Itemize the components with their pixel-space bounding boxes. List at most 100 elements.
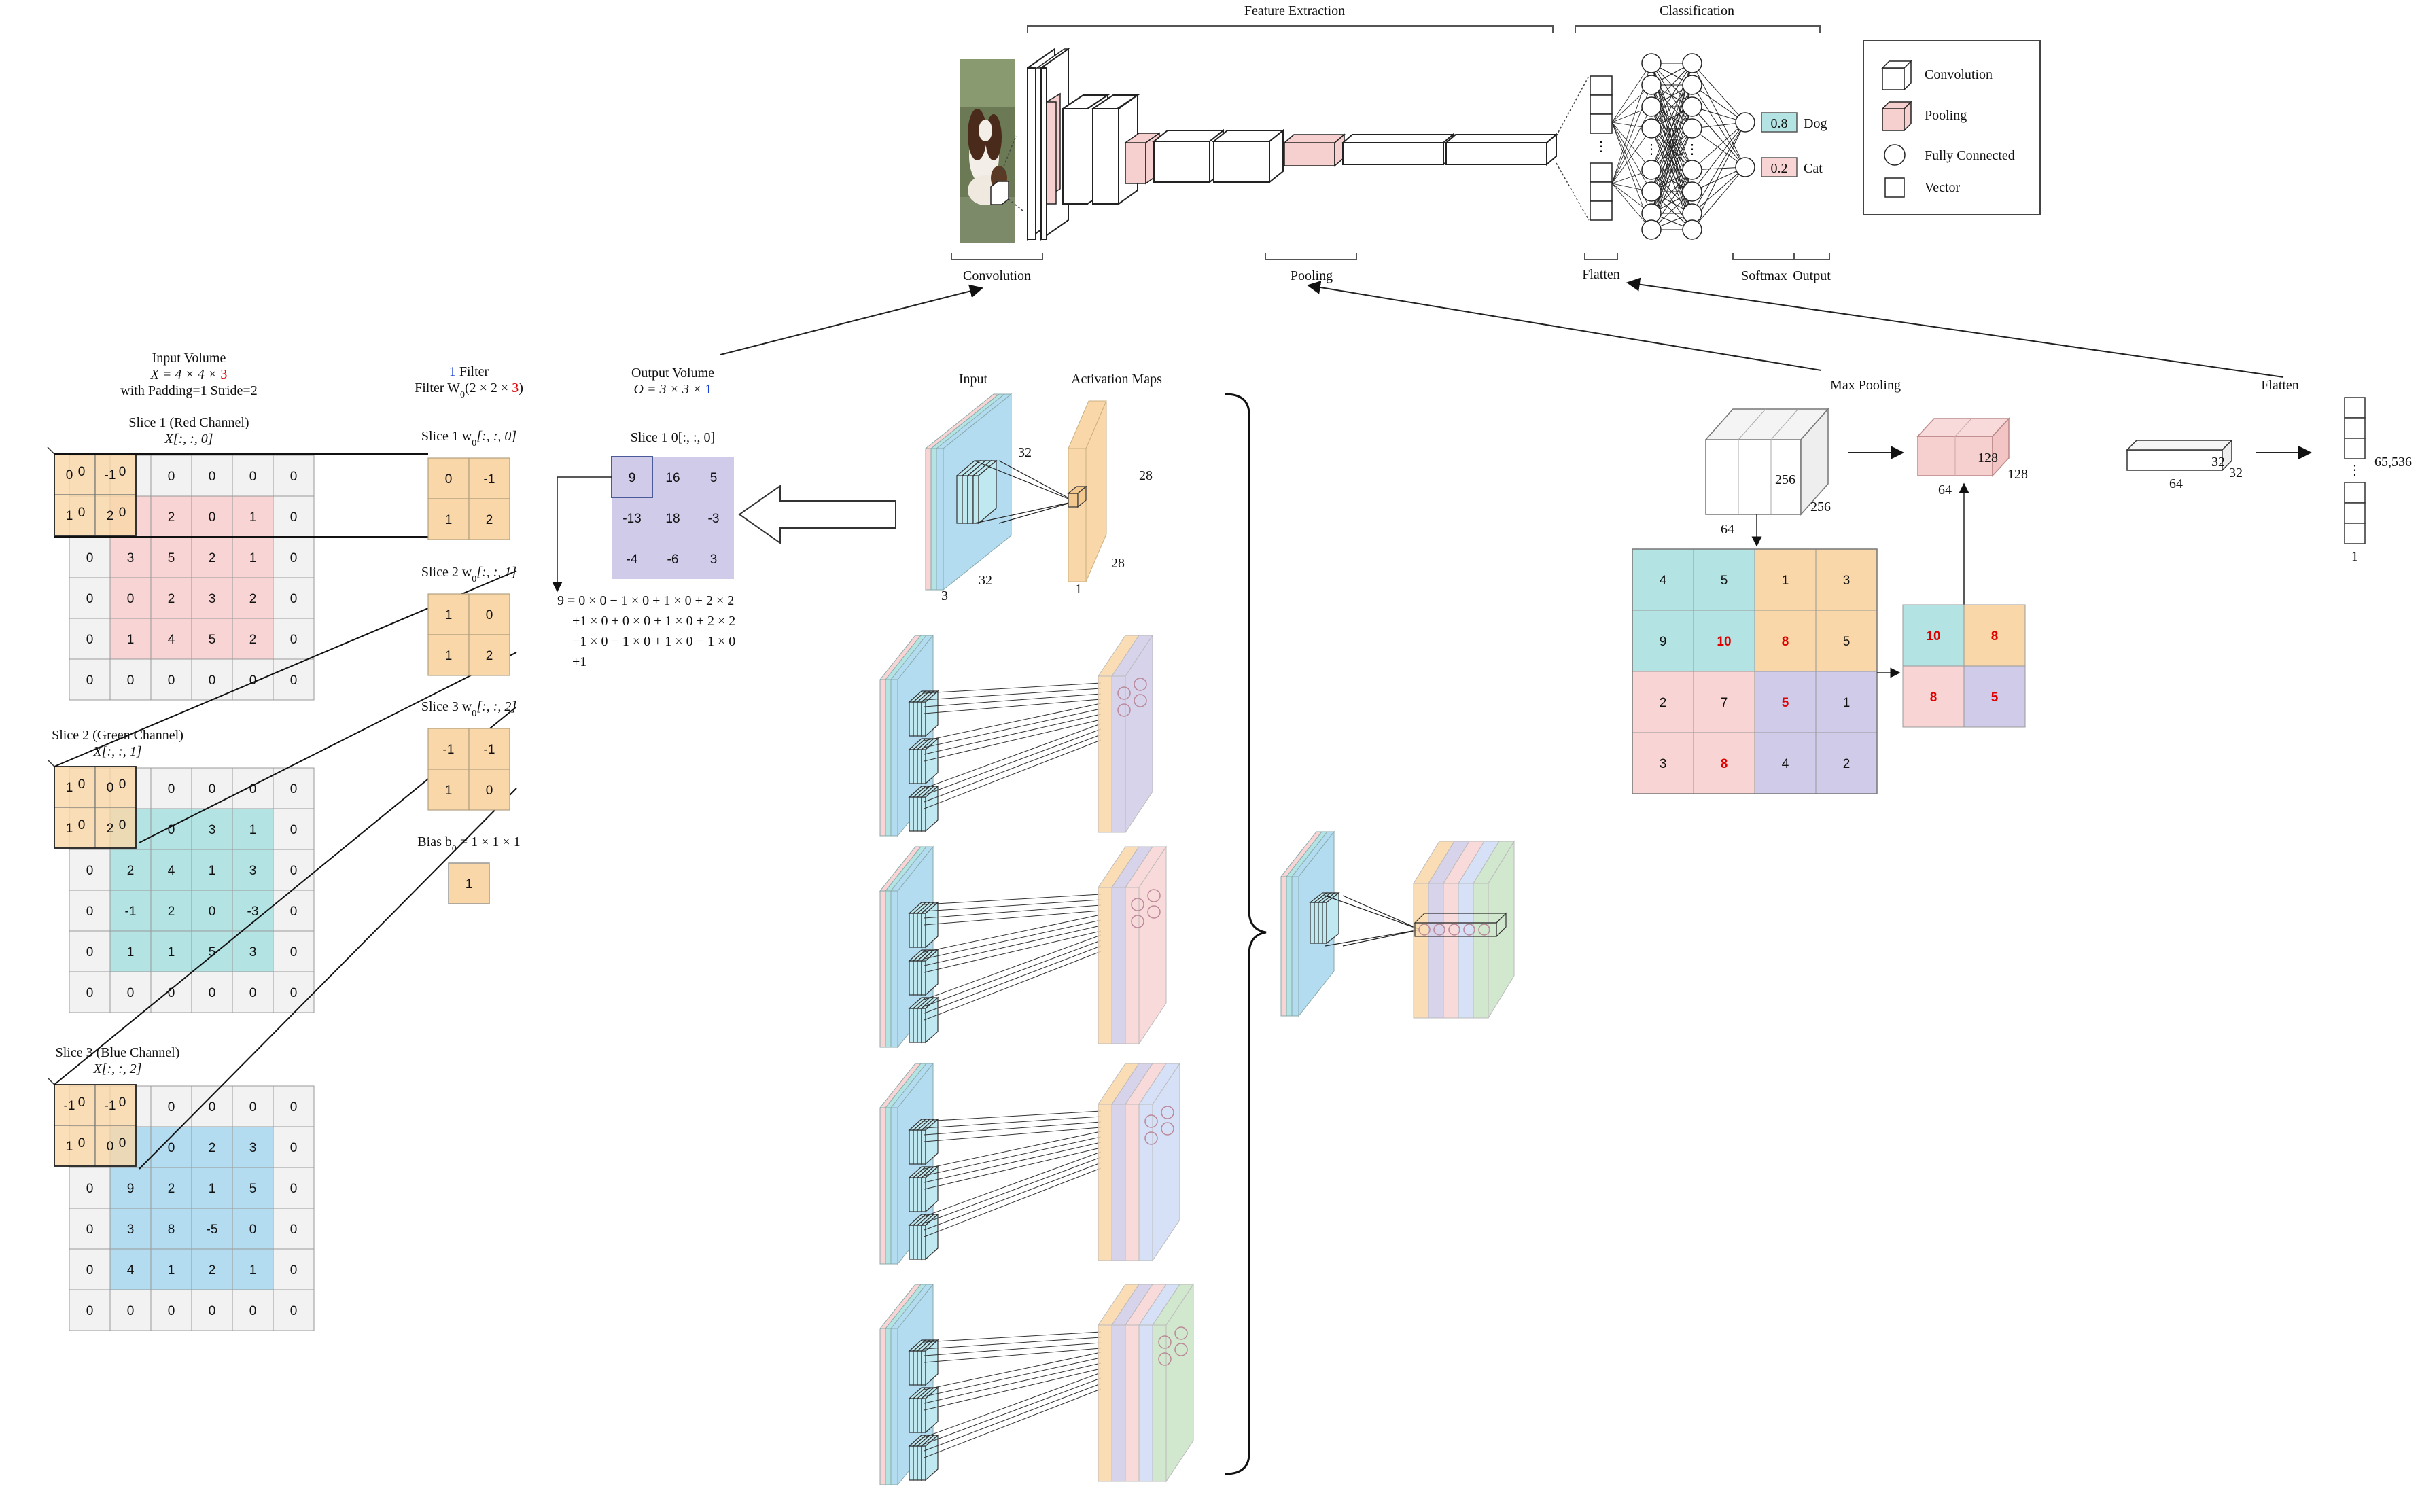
input-cell (150, 536, 192, 578)
cell-value: 0 (249, 1223, 257, 1237)
overlay-cell (54, 807, 96, 849)
filter-cell (468, 728, 510, 770)
cell-value: 0 (209, 1304, 216, 1318)
cell-value: 3 (249, 945, 257, 960)
flatten-vec-size: 65,536 (2374, 455, 2412, 470)
cell-value: 0 (290, 1100, 298, 1114)
input-cell (109, 658, 152, 701)
map-dim-28b: 28 (1111, 556, 1125, 571)
overlay-underlying: 0 (78, 777, 86, 792)
pool-layer-3 (1282, 133, 1346, 167)
input-slice-title: Slice 3 (Blue Channel) (56, 1045, 180, 1060)
pipeline-overview: Feature Extraction Classification (951, 3, 1831, 283)
cell-value: 0 (290, 673, 298, 688)
svg-text:⋮: ⋮ (1645, 142, 1658, 157)
overlay-cell (54, 766, 96, 808)
cell-value: 9 (1660, 635, 1667, 649)
cell-value: 3 (249, 1141, 257, 1155)
cell-value: 10 (1717, 635, 1731, 649)
pooled-dim-64: 64 (1938, 482, 1952, 497)
input-cell (109, 618, 152, 660)
pool-cell (1815, 732, 1878, 794)
flatten-vec-one: 1 (2351, 549, 2358, 564)
cell-value: 0 (86, 592, 94, 606)
cell-value: 8 (1721, 757, 1728, 771)
input-cell (232, 1167, 274, 1209)
cell-value: 1 (445, 513, 453, 527)
cell-value: 0 (168, 470, 175, 484)
activation-stack-4 (879, 1283, 1194, 1486)
overlay-cell (54, 1125, 96, 1167)
cell-value: 0 (127, 1304, 135, 1318)
cell-value: 1 (66, 822, 73, 836)
input-slice-title: Slice 1 (Red Channel) (128, 415, 249, 430)
filter-cell (468, 634, 510, 676)
overlay-underlying: 0 (119, 1095, 126, 1110)
legend-fully-connected: Fully Connected (1925, 148, 2015, 163)
filter-expr: Filter W0(2 × 2 × 3) (415, 381, 523, 400)
cell-value: 1 (1843, 696, 1851, 710)
cell-value: 1 (66, 509, 73, 523)
input-cell (191, 767, 233, 809)
input-volume-header: Input Volume X = 4 × 4 × 3 with Padding=… (120, 351, 257, 398)
input-cell (69, 1289, 111, 1331)
cell-value: 5 (1782, 696, 1789, 710)
input-cell (273, 767, 315, 809)
bias-value: 1 (466, 877, 473, 892)
projection-line (139, 788, 517, 1170)
convolution-label: Convolution (963, 268, 1031, 283)
input-cell (191, 577, 233, 619)
cell-value: 16 (665, 471, 680, 485)
cell-value: 4 (1660, 574, 1667, 588)
input-cell (232, 577, 274, 619)
cell-value: 0 (168, 986, 175, 1000)
cube-icon (1881, 60, 1912, 91)
cell-value: 2 (1843, 757, 1851, 771)
pool-cell (1815, 610, 1878, 672)
cell-value: -5 (207, 1223, 218, 1237)
output-cell (652, 497, 693, 538)
cell-value: 0 (290, 1182, 298, 1196)
dog-image (960, 59, 1015, 243)
cell-value: 8 (168, 1223, 175, 1237)
dog-prob-box (1761, 112, 1798, 133)
activation-combined (1280, 830, 1515, 1019)
cell-value: 4 (168, 864, 175, 878)
cell-value: 0 (290, 633, 298, 647)
equation-line-4: +1 (572, 654, 586, 669)
cell-value: 1 (168, 1263, 175, 1278)
pooled-cube (1916, 417, 2010, 477)
input-cell (69, 971, 111, 1013)
input-cell (109, 1208, 152, 1250)
input-cell (273, 1085, 315, 1127)
flatten-dim-64: 64 (2169, 476, 2183, 491)
input-cell (150, 577, 192, 619)
cell-value: 0 (290, 1141, 298, 1155)
softmax-label: Softmax (1741, 268, 1787, 283)
cell-value: 1 (445, 608, 453, 622)
overlay-cell (94, 807, 137, 849)
input-cell (150, 658, 192, 701)
cell-value: 0 (168, 1100, 175, 1114)
cell-value: -3 (247, 904, 259, 919)
cell-value: -3 (708, 512, 720, 526)
cell-value: 8 (1782, 635, 1789, 649)
cell-value: 0 (290, 945, 298, 960)
bias-label: Bias b0 = 1 × 1 × 1 (417, 834, 520, 854)
output-cell (693, 497, 734, 538)
feature-extraction-brace (1027, 25, 1554, 33)
input-cell (191, 1085, 233, 1127)
cat-prob: 0.2 (1771, 161, 1788, 176)
cell-value: 8 (1991, 629, 1999, 644)
output-cell (693, 457, 734, 497)
cube-dim-256b: 256 (1810, 499, 1831, 514)
overlay-underlying: 0 (78, 1095, 86, 1110)
cell-value: 7 (1721, 696, 1728, 710)
input-slice-sub: X[:, :, 0] (164, 432, 213, 446)
input-cell (273, 849, 315, 891)
input-cell (273, 1126, 315, 1168)
cell-value: 0 (290, 823, 298, 837)
output-slice-title: Slice 1 0[:, :, 0] (631, 430, 715, 445)
